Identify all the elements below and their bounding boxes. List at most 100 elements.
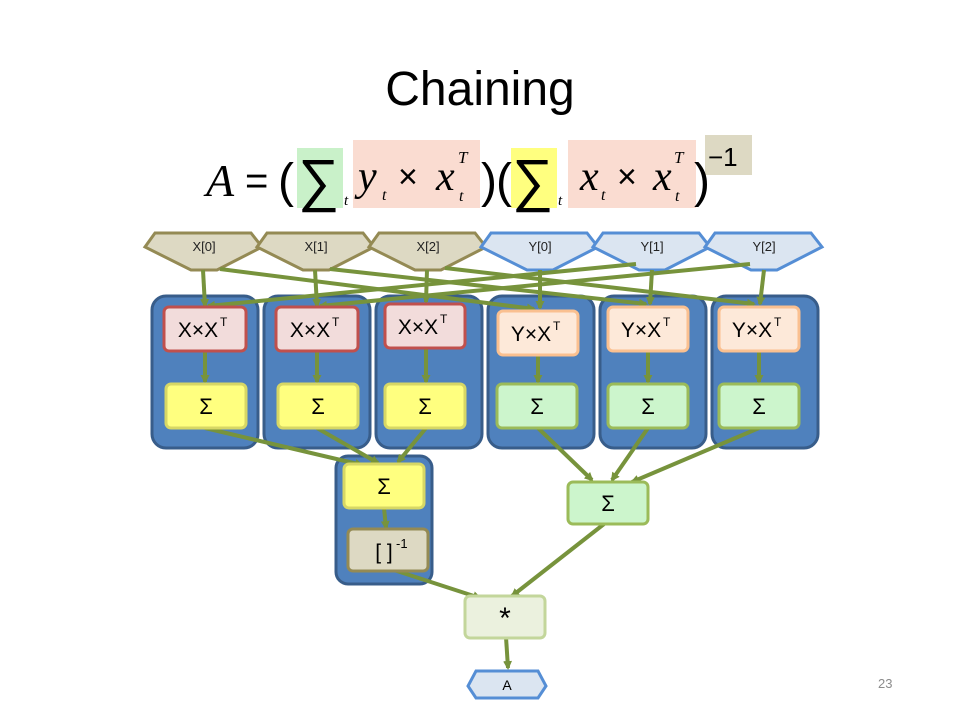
map-node-yx-0-label: Y×X [511, 323, 551, 346]
sum-node-y-total: Σ [566, 480, 650, 526]
multiply-node: * [463, 594, 547, 640]
inverse-node-sup: -1 [396, 536, 408, 551]
svg-text:Y×X: Y×X [621, 319, 661, 342]
input-label-x2: X[2] [416, 239, 439, 254]
formula-sum-1-sub: t [344, 193, 349, 209]
formula-lhs: A [203, 155, 235, 206]
formula-term2-a: x [579, 154, 599, 200]
map-node-yx-1-sup: T [663, 315, 671, 329]
reduce-node-y-2: Σ [717, 382, 801, 430]
formula-term1-times: × [398, 158, 418, 196]
input-label-y0: Y[0] [528, 239, 551, 254]
map-nodes: X×X T X×X T X×X T Y×X T Y×X T Y×X T [162, 302, 801, 357]
map-node-xx-2: X×X T [383, 302, 467, 350]
input-label-x0: X[0] [192, 239, 215, 254]
edge-y2-map1 [318, 262, 751, 310]
multiply-node-label: * [499, 602, 511, 635]
input-label-x1: X[1] [304, 239, 327, 254]
edge-x1-map1 [312, 269, 322, 308]
sum-node-x-total: Σ [342, 462, 426, 510]
edge-x2-map5 [444, 266, 756, 308]
input-nodes: X[0] X[1] X[2] Y[0] Y[1] Y[2] [142, 231, 825, 272]
formula-term1-b-sup: T [458, 148, 469, 167]
edge-y1-map4 [645, 269, 655, 306]
formula-term1-highlight [353, 140, 480, 208]
map-node-xx-2-sup: T [440, 312, 448, 326]
edge-sum5-sumy [630, 426, 760, 484]
formula-inverse-highlight [705, 135, 752, 175]
formula-term2-b-sup: T [674, 148, 685, 167]
map-node-xx-1-sup: T [332, 315, 340, 329]
reduce-node-x-1-label: Σ [311, 394, 325, 419]
svg-text:X×X: X×X [178, 319, 218, 342]
output-node-a: A [466, 669, 548, 700]
input-node-y0: Y[0] [478, 231, 601, 272]
edge-sum4-sumy [610, 426, 650, 482]
edge-y1-map0 [206, 262, 637, 310]
formula-term2-b: x [652, 154, 672, 200]
edge-x0-map0 [200, 269, 210, 308]
formula-sum-2-sub: t [558, 193, 563, 209]
edges [200, 262, 766, 670]
input-node-y2: Y[2] [702, 231, 825, 272]
formula-inverse-exponent: −1 [708, 142, 738, 172]
inverse-node: [ ] -1 [346, 527, 430, 573]
formula-term2-highlight [568, 140, 696, 208]
map-node-xx-1: X×X T [274, 305, 360, 353]
formula-term1-b: x [435, 154, 455, 200]
formula-sum1-highlight [297, 148, 343, 208]
sum-node-y-total-label: Σ [601, 491, 615, 516]
edge-sumx-inverse [380, 507, 390, 530]
svg-text:Y×X: Y×X [732, 319, 772, 342]
reduce-node-y-0-label: Σ [530, 394, 544, 419]
formula-sum2-highlight [511, 148, 557, 208]
map-node-yx-2-sup: T [774, 315, 782, 329]
map-node-yx-0: Y×X T [496, 309, 580, 357]
edge-x1-map4 [329, 267, 648, 308]
reduce-node-x-1: Σ [276, 382, 360, 430]
output-node-a-label: A [502, 677, 512, 693]
formula-equals: = [245, 159, 268, 203]
map-node-yx-2: Y×X T [717, 305, 801, 353]
formula-close-paren-2: ) [694, 155, 710, 208]
reduce-node-y-1-label: Σ [641, 394, 655, 419]
map-node-xx-0: X×X T [162, 305, 248, 353]
page-number: 23 [878, 676, 893, 691]
edge-sum2-sumx [396, 426, 428, 464]
formula-term1-a: y [354, 154, 377, 200]
svg-text:X×X: X×X [398, 316, 438, 339]
input-node-x2: X[2] [366, 231, 489, 272]
svg-text:Y×X: Y×X [511, 323, 551, 346]
formula-term2-b-sub: t [675, 188, 680, 205]
formula-open-paren-2: ( [496, 155, 512, 208]
formula-sum-2: ∑ [512, 148, 553, 213]
edge-sum0-sumx [204, 426, 364, 468]
edge-inverse-multiply [393, 568, 482, 601]
map-node-xx-0-label: X×X [178, 319, 218, 342]
svg-text:X×X: X×X [290, 319, 330, 342]
input-label-y2: Y[2] [752, 239, 775, 254]
edge-sum1-sumx [316, 426, 380, 465]
formula: A = ( ∑ t y t × x T t ) ( ∑ t x t × x T … [203, 135, 752, 213]
input-node-x0: X[0] [142, 231, 265, 272]
reduce-node-y-1: Σ [606, 382, 690, 430]
formula-open-paren-1: ( [278, 155, 294, 208]
edge-y2-map5 [756, 269, 766, 306]
map-node-yx-1-label: Y×X [621, 319, 661, 342]
map-node-yx-0-sup: T [553, 319, 561, 333]
reduce-node-y-2-label: Σ [752, 394, 766, 419]
edge-multiply-output [503, 636, 513, 670]
reduce-node-x-2: Σ [383, 382, 467, 430]
map-node-yx-1: Y×X T [606, 305, 690, 353]
reduce-node-y-0: Σ [495, 382, 579, 430]
input-node-y1: Y[1] [590, 231, 713, 272]
sum-node-x-total-label: Σ [377, 474, 391, 499]
map-node-yx-2-label: Y×X [732, 319, 772, 342]
reduce-node-x-0: Σ [164, 382, 248, 430]
edge-sum3-sumy [536, 426, 594, 482]
reduce-nodes: Σ Σ Σ Σ Σ Σ [164, 382, 801, 430]
input-label-y1: Y[1] [640, 239, 663, 254]
edge-sumy-multiply [510, 522, 606, 598]
stage2-nodes: Σ [ ] -1 Σ * A [342, 462, 650, 700]
input-node-x1: X[1] [254, 231, 377, 272]
